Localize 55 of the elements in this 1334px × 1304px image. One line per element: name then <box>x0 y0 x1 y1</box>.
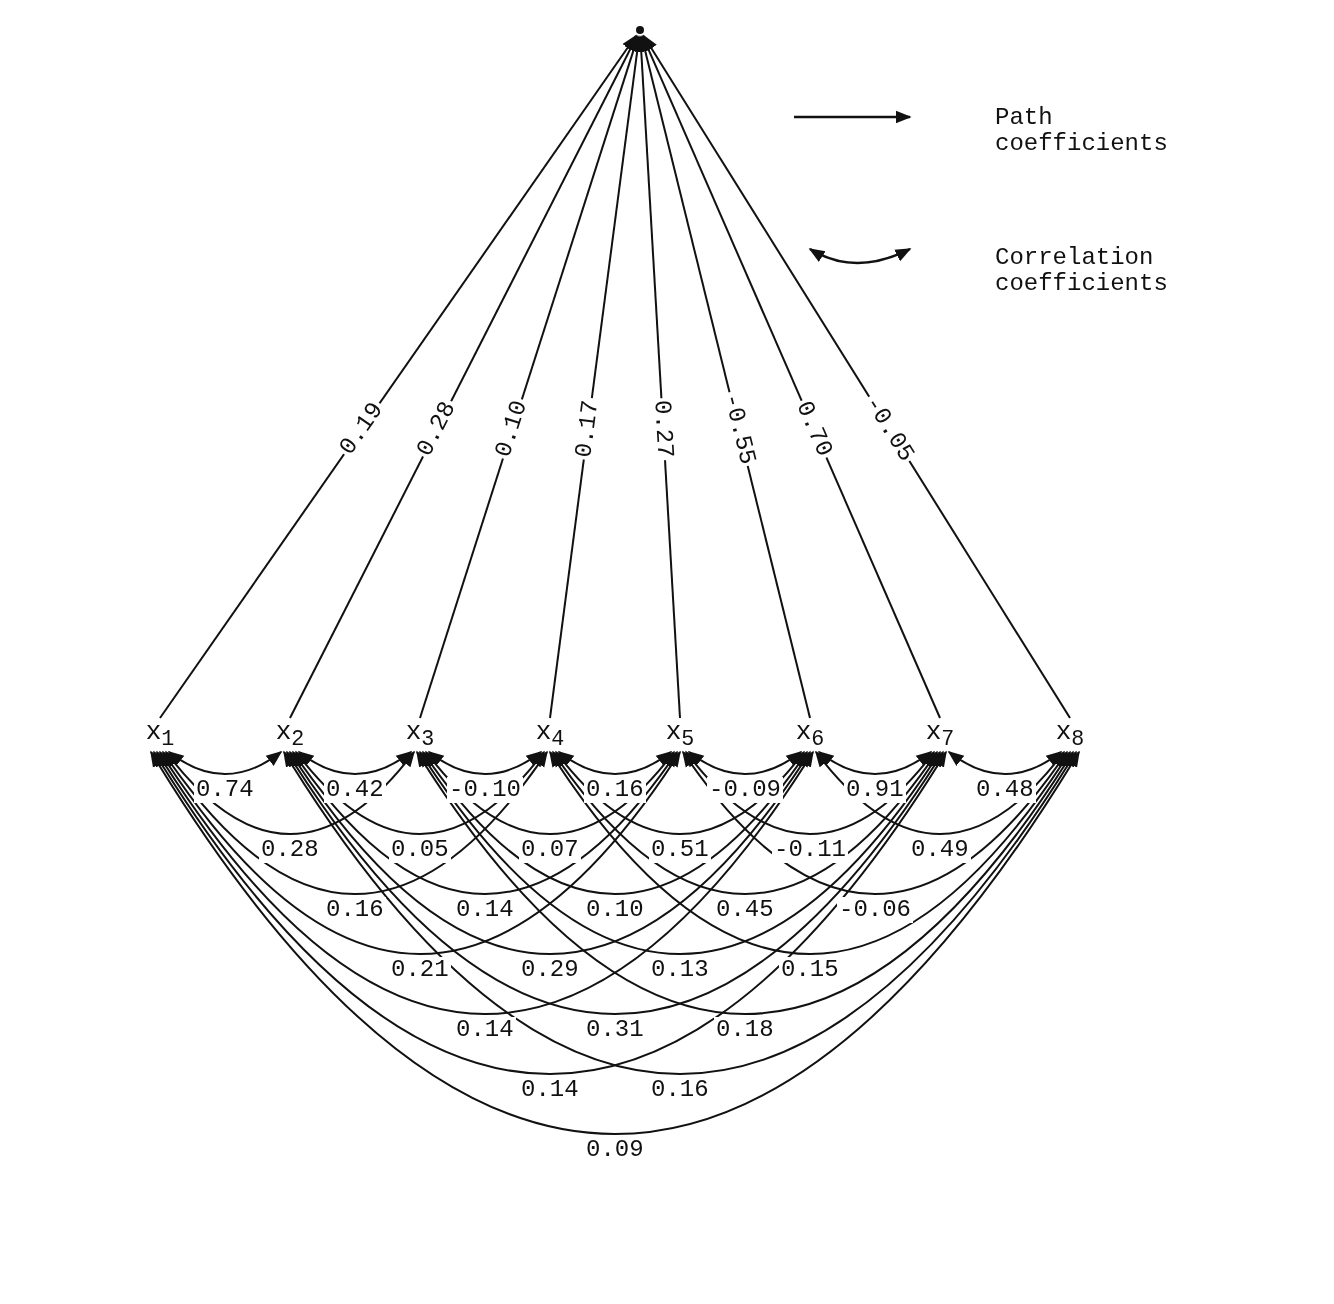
variable-label: x$_{4}$ <box>530 718 570 750</box>
edge-label: 0.16 <box>584 777 646 803</box>
variable-label: x$_{5}$ <box>660 718 700 750</box>
arrow <box>150 750 1080 1135</box>
arrow <box>641 34 941 719</box>
arrow <box>419 750 941 955</box>
arrow <box>642 34 1071 719</box>
variable-label: x$_{8}$ <box>1050 718 1090 750</box>
variable-label: x$_{1}$ <box>140 718 180 750</box>
edge-label: 0.28 <box>259 837 321 863</box>
edge-label: 0.51 <box>649 837 711 863</box>
legend-label: Correlation coefficients <box>995 245 1169 297</box>
arrow <box>419 35 640 719</box>
arrow <box>552 750 938 895</box>
variable-label: x$_{3}$ <box>400 718 440 750</box>
arrow <box>289 750 811 955</box>
arrow <box>422 750 808 895</box>
arrow <box>162 750 548 895</box>
edge-label: 0.49 <box>909 837 971 863</box>
arrow <box>156 750 814 1015</box>
arrow <box>159 34 637 719</box>
edge-label: -0.06 <box>837 897 913 923</box>
arrow <box>549 750 1071 955</box>
edge-label: 0.07 <box>519 837 581 863</box>
edge-label: 0.42 <box>324 777 386 803</box>
edge-label: 0.91 <box>844 777 906 803</box>
legend-label: Path coefficients <box>995 105 1169 157</box>
arrow <box>416 750 1074 1015</box>
arrow <box>634 35 681 719</box>
arrow <box>947 751 1063 775</box>
arrow <box>638 35 811 719</box>
variable-label: x$_{7}$ <box>920 718 960 750</box>
edge-label: 0.05 <box>389 837 451 863</box>
arrow <box>549 35 644 719</box>
arrow <box>817 751 933 775</box>
arrow <box>687 751 803 775</box>
arrow <box>153 750 947 1075</box>
arrow <box>292 750 678 895</box>
edge-label: -0.11 <box>772 837 848 863</box>
arrow <box>167 751 283 775</box>
variable-label: x$_{6}$ <box>790 718 830 750</box>
arrow <box>427 751 543 775</box>
arrow <box>557 751 673 775</box>
arrow <box>159 750 681 955</box>
edge-label: -0.09 <box>707 777 783 803</box>
edge-label: -0.10 <box>447 777 523 803</box>
arrow <box>286 750 944 1015</box>
arrow <box>297 751 413 775</box>
arrow <box>289 34 638 719</box>
edge-label: 0.48 <box>974 777 1036 803</box>
arrow <box>283 750 1077 1075</box>
variable-label: x$_{2}$ <box>270 718 310 750</box>
edge-label: 0.74 <box>194 777 256 803</box>
convergence-point <box>634 24 646 36</box>
arrow <box>682 750 1068 895</box>
